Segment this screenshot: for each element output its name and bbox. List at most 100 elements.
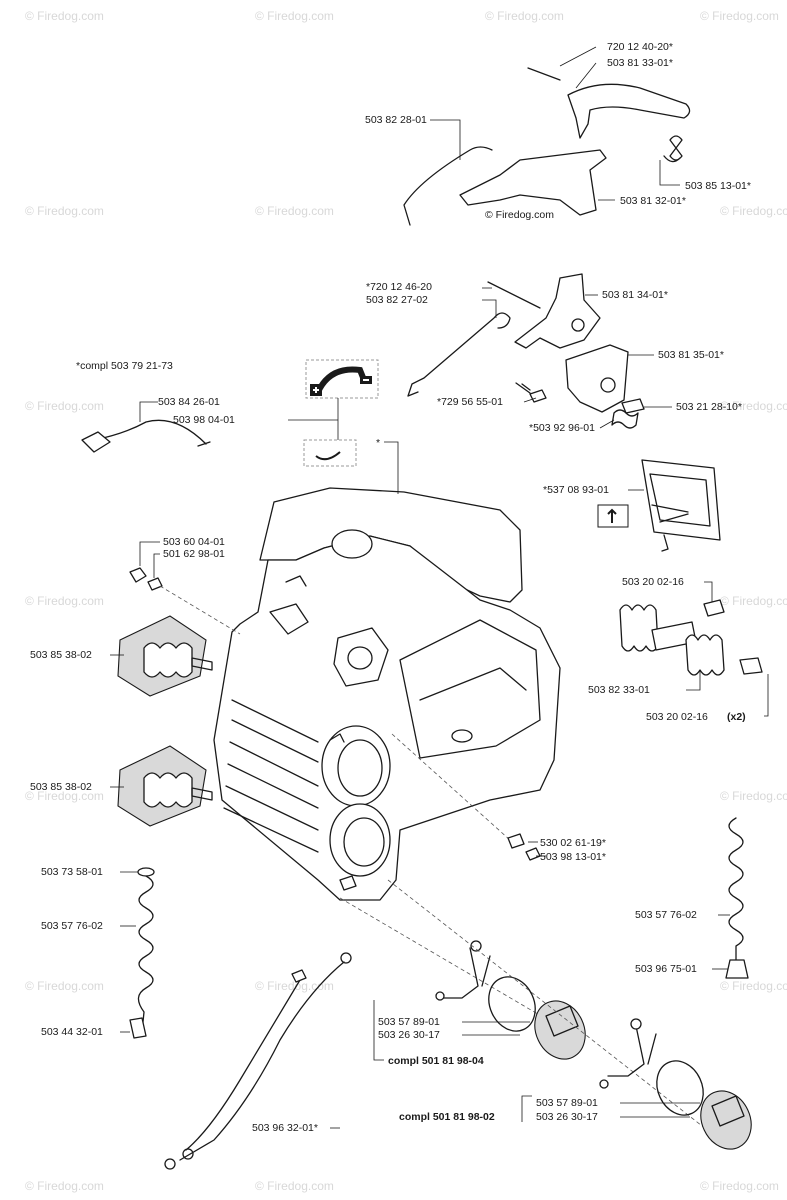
rotation-arrow-icon (303, 439, 357, 467)
watermark: © Firedog.com (25, 204, 104, 218)
center-screw-group: 530 02 61-19* 503 98 13-01* (391, 733, 606, 863)
o-ring-part (488, 976, 536, 1032)
housing-ribs (223, 699, 319, 853)
plus-icon (310, 384, 322, 396)
housing-detail (329, 733, 345, 743)
part-label: * (376, 437, 380, 449)
assembly-line (391, 733, 511, 841)
part-label: 503 81 33-01* (607, 57, 673, 69)
fuel-hose-part (137, 875, 154, 1033)
cable-terminal-part (81, 431, 111, 453)
part-label: 503 20 02-16 (622, 576, 684, 588)
leader-line (430, 119, 461, 160)
filter-cover-clip (651, 504, 689, 523)
watermark: © Firedog.com (700, 9, 779, 23)
clip-part (515, 382, 531, 394)
oil-cap-part (700, 1090, 752, 1150)
rotation-arrow-arc (315, 451, 341, 461)
throttle-cable-part (403, 146, 493, 226)
watermark: © Firedog.com (25, 399, 104, 413)
watermark: © Firedog.com (25, 979, 104, 993)
ring-terminal-part (340, 952, 352, 964)
part-label: 503 85 38-02 (30, 781, 92, 793)
part-label: 503 26 30-17 (536, 1111, 598, 1123)
assembly-line (387, 879, 721, 1141)
av-damper-screw-part (191, 787, 213, 801)
leader-line (575, 62, 597, 89)
cap-strap-knob (599, 1079, 609, 1089)
part-label: 501 62 98-01 (163, 548, 225, 560)
watermark: © Firedog.com (25, 789, 104, 803)
part-label: 503 60 04-01 (163, 536, 225, 548)
rotation-symbol-group: *compl 503 79 21-73 503 84 26-01 503 98 … (76, 359, 379, 467)
cap-strap-knob (435, 991, 445, 1001)
short-circuit-cable-part (93, 419, 207, 445)
washer-part (525, 847, 541, 861)
part-label: compl 501 81 98-04 (388, 1055, 484, 1067)
screw-part (739, 657, 763, 675)
part-label: *729 56 55-01 (437, 396, 503, 408)
part-label: 503 81 35-01* (658, 349, 724, 361)
watermark: © Firedog.com (255, 979, 334, 993)
part-label: 503 82 27-02 (366, 294, 428, 306)
watermark: © Firedog.com (255, 204, 334, 218)
part-label: 503 82 33-01 (588, 684, 650, 696)
throttle-group: © Firedog.com 720 12 40-20* 503 81 33-01… (365, 41, 751, 226)
icon-frame (303, 439, 357, 467)
intake-flange-part (333, 627, 389, 687)
bracket-line (373, 1000, 384, 1061)
cylinder-bore-inner (343, 817, 385, 867)
av-damper-spring-part (143, 772, 193, 808)
choke-lever-part (565, 344, 629, 413)
part-label: 503 82 28-01 (365, 114, 427, 126)
part-label: 503 57 89-01 (536, 1097, 598, 1109)
leader-line (686, 670, 701, 691)
left-fuel-hose-group: 503 73 58-01 503 57 76-02 503 44 32-01 (41, 866, 155, 1039)
part-label: 503 96 75-01 (635, 963, 697, 975)
housing-detail (269, 575, 309, 635)
av-damper-spring-part (143, 642, 193, 678)
cap-strap-knob (470, 940, 482, 952)
av-spring-part (685, 634, 725, 676)
fuel-hose-part (728, 817, 744, 971)
cap-strap-part (607, 1025, 657, 1077)
part-label: *503 92 96-01 (529, 422, 595, 434)
right-damper-group: 503 20 02-16 503 82 33-01 503 20 02-16 (… (588, 576, 769, 723)
filter-cover-tab (661, 534, 669, 552)
watermark: © Firedog.com (720, 979, 787, 993)
leader-line (659, 160, 680, 186)
watermark: © Firedog.com (255, 9, 334, 23)
part-label: 503 26 30-17 (378, 1029, 440, 1041)
part-label: 503 96 32-01* (252, 1122, 318, 1134)
stop-lever-hole (571, 318, 585, 332)
screw-part (507, 833, 525, 849)
part-label: 503 84 26-01 (158, 396, 220, 408)
part-label: *720 12 46-20 (366, 281, 432, 293)
pin-part (487, 281, 541, 309)
part-label: 503 21 28-10* (676, 401, 742, 413)
assembly-line (159, 585, 241, 635)
choke-rod-part (407, 312, 511, 397)
housing-opening-part (331, 529, 373, 559)
oil-cap-grip (711, 1095, 745, 1127)
part-label: 503 81 34-01* (602, 289, 668, 301)
bracket-line (521, 1095, 532, 1122)
watermark: © Firedog.com (720, 789, 787, 803)
choke-lever-hole (600, 377, 616, 393)
leader-line (559, 46, 597, 67)
wire-harness-part (179, 961, 345, 1161)
av-spring-part (619, 604, 659, 652)
part-label: 503 81 32-01* (620, 195, 686, 207)
filter-cover-group: *537 08 93-01 (543, 459, 721, 552)
part-label: compl 501 81 98-02 (399, 1111, 495, 1123)
screw-part (703, 599, 725, 617)
watermark-layer: © Firedog.com © Firedog.com © Firedog.co… (25, 9, 787, 1193)
tank-rib (419, 667, 527, 701)
o-ring-part (656, 1060, 704, 1116)
part-label: 530 02 61-19* (540, 837, 606, 849)
wire-harness-group: 503 96 32-01* (164, 952, 352, 1170)
part-label: 503 44 32-01 (41, 1026, 103, 1038)
cap-strap-part (441, 947, 491, 999)
part-label: 503 57 76-02 (41, 920, 103, 932)
